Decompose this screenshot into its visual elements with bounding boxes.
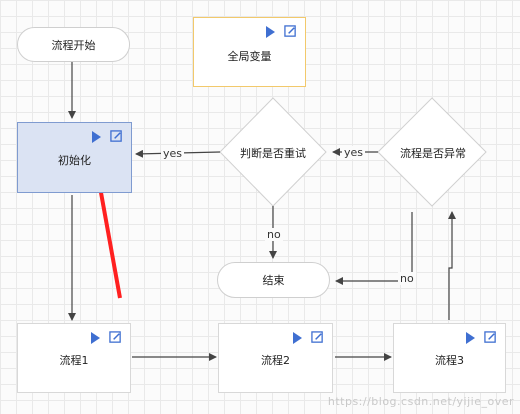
retry-decision-label: 判断是否重试 [240, 147, 306, 160]
flow3-tools [466, 331, 497, 344]
flow1-label: 流程1 [59, 354, 89, 367]
play-icon[interactable] [92, 130, 101, 143]
edge-label-yes-retry: yes [342, 146, 366, 159]
edge-label-no-retry-end: no [265, 228, 283, 241]
watermark: https://blog.csdn.net/yijie_over [327, 395, 514, 408]
end-node[interactable]: 结束 [217, 262, 330, 298]
init-tools [92, 130, 123, 143]
flow3-node[interactable]: 流程3 [393, 323, 506, 393]
global-variables-tools [266, 25, 297, 38]
flow2-label: 流程2 [261, 354, 290, 367]
play-icon[interactable] [266, 25, 275, 38]
init-label: 初始化 [58, 153, 91, 167]
play-icon[interactable] [293, 331, 302, 344]
annotation-arrow [94, 174, 122, 299]
init-node[interactable]: 初始化 [17, 122, 132, 193]
edit-icon[interactable] [109, 331, 122, 344]
global-variables-label: 全局变量 [227, 50, 272, 63]
play-icon[interactable] [91, 331, 100, 344]
global-variables-node[interactable]: 全局变量 [193, 17, 306, 87]
edge-label-no-error-end: no [398, 272, 416, 285]
edit-icon[interactable] [284, 25, 297, 38]
flow1-node[interactable]: 流程1 [17, 323, 131, 393]
edit-icon[interactable] [110, 130, 123, 143]
play-icon[interactable] [466, 331, 475, 344]
edge-error-end [335, 212, 413, 285]
edit-icon[interactable] [484, 331, 497, 344]
start-node-label: 流程开始 [51, 38, 96, 52]
edit-icon[interactable] [311, 331, 324, 344]
error-decision-label: 流程是否异常 [400, 147, 466, 160]
flow3-label: 流程3 [435, 354, 464, 367]
flow2-node[interactable]: 流程2 [218, 323, 333, 393]
start-node[interactable]: 流程开始 [17, 27, 130, 62]
edge-flow3-error [448, 211, 456, 320]
edge-label-yes-init: yes [161, 147, 185, 160]
flow1-tools [91, 331, 122, 344]
error-decision-shape[interactable] [377, 97, 487, 207]
end-node-label: 结束 [262, 274, 285, 287]
flow2-tools [293, 331, 324, 344]
